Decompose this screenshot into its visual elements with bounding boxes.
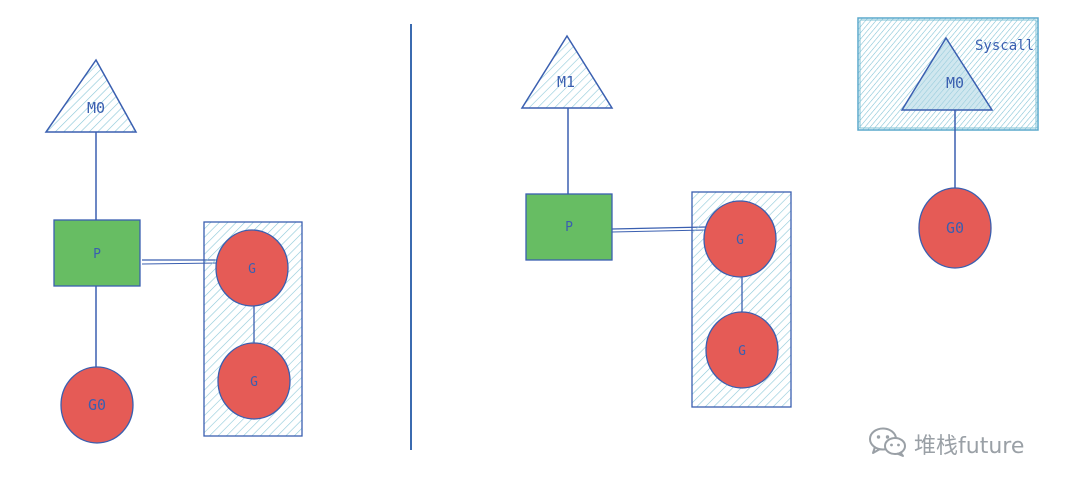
p-to-queue-connector-2 — [611, 229, 707, 233]
processor-p-label: P — [565, 220, 573, 235]
queued-goroutine-label: G — [250, 375, 258, 390]
goroutine-g0: G0 — [60, 366, 134, 444]
processor-p-label: P — [93, 247, 101, 262]
goroutine-g0-label: G0 — [88, 396, 106, 414]
watermark: 堆栈future — [868, 424, 1024, 464]
watermark-text: 堆栈future — [914, 434, 1025, 459]
machine-m0-label: M0 — [87, 99, 105, 117]
queued-goroutine: G — [217, 342, 291, 420]
goroutine-g0-syscall-label: G0 — [946, 219, 964, 237]
goroutine-g0-syscall: G0 — [918, 187, 992, 269]
syscall-block: Syscall M0 — [857, 17, 1039, 131]
queued-goroutine-label: G — [248, 262, 256, 277]
syscall-label: Syscall — [975, 38, 1034, 54]
queued-goroutine: G — [703, 200, 777, 278]
queued-goroutine-label: G — [736, 233, 744, 248]
processor-p: P — [53, 219, 141, 287]
local-run-queue: G G — [691, 191, 792, 408]
queued-goroutine: G — [705, 311, 779, 389]
wechat-icon — [868, 426, 908, 463]
left-panel: M0 P G0 G G — [44, 58, 303, 444]
right-panel: M1 P G G Syscall M0 — [520, 17, 1039, 408]
local-run-queue: G G — [203, 221, 303, 437]
queued-goroutine-label: G — [738, 344, 746, 359]
p-to-queue-connector — [611, 226, 707, 230]
queued-goroutine: G — [215, 229, 289, 307]
machine-m0-syscall: M0 — [900, 36, 994, 111]
machine-m1-label: M1 — [557, 73, 575, 91]
machine-m0: M0 — [44, 58, 138, 133]
processor-p: P — [525, 193, 613, 261]
machine-m1: M1 — [520, 34, 614, 109]
machine-m0-syscall-label: M0 — [946, 74, 964, 92]
